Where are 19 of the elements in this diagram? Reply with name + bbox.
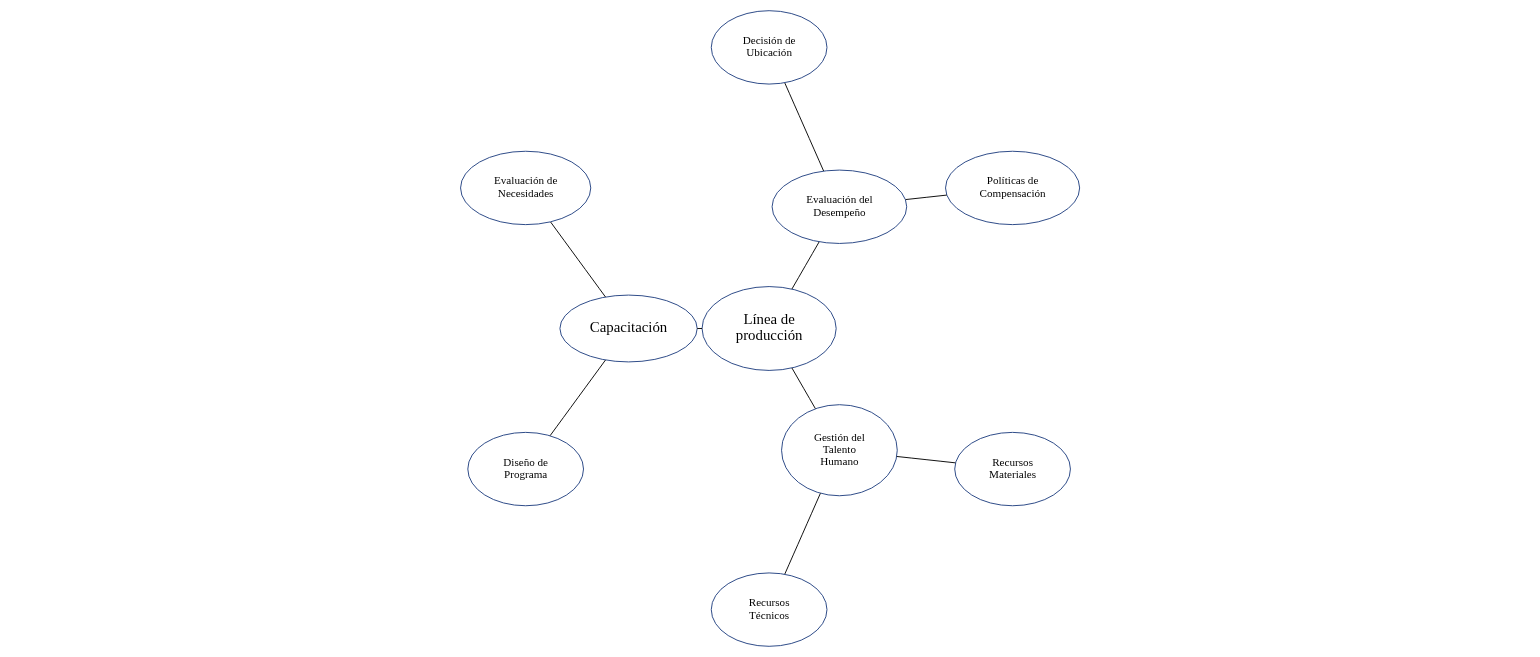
connector	[791, 367, 816, 410]
node-ellipse: Línea de producción	[701, 286, 837, 371]
node-ellipse: Diseño de Programa	[467, 431, 584, 507]
node-ellipse: Políticas de Compensación	[945, 150, 1081, 226]
node-ellipse: Evaluación del Desempeño	[771, 169, 908, 244]
node-ellipse: Decisión de Ubicación	[710, 10, 828, 85]
node-ellipse: Evaluación de Necesidades	[460, 150, 592, 226]
connector	[550, 221, 606, 298]
connector	[905, 194, 948, 201]
node-ellipse: Recursos Materiales	[954, 431, 1071, 507]
connector	[784, 492, 821, 575]
connector	[784, 82, 825, 172]
connector	[696, 328, 703, 329]
node-ellipse: Capacitación	[559, 294, 698, 363]
connector	[896, 456, 956, 464]
node-ellipse: Gestión del Talento Humano	[781, 404, 898, 497]
node-ellipse: Recursos Técnicos	[710, 572, 828, 647]
connector	[791, 241, 820, 290]
connector	[549, 359, 606, 437]
